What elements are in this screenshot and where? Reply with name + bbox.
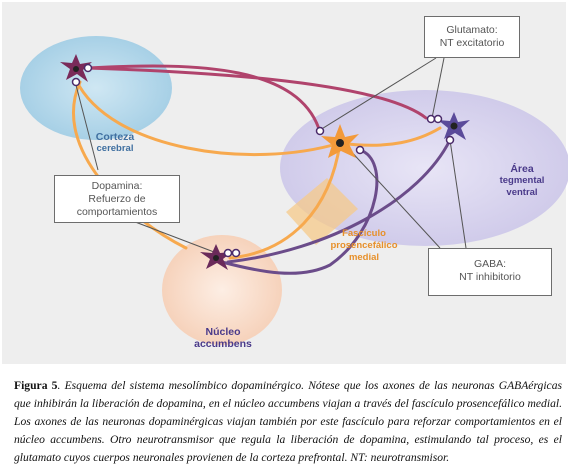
cortex-label: Corteza cerebral <box>80 131 150 155</box>
dopamine-line-2: Refuerzo de <box>88 193 146 205</box>
dopamine-axon-to-cortex <box>74 78 342 157</box>
cortex-neuron <box>60 54 92 82</box>
vta-label-line-3: ventral <box>506 187 538 198</box>
synaptic-terminals <box>71 63 455 258</box>
dopamine-title: Dopamina: <box>91 180 143 192</box>
caption-label: Figura 5 <box>14 379 58 392</box>
fasciculus-label-line-2: prosencefálico <box>330 240 398 251</box>
fasciculus-label-line-1: Fascículo <box>342 228 386 239</box>
dopamine-axon-from-vta <box>338 126 442 147</box>
glutamate-axons <box>86 64 428 134</box>
callout-lines <box>75 57 467 253</box>
gaba-axon-to-vta <box>220 148 379 275</box>
cortex-label-line-2: cerebral <box>96 143 134 154</box>
glutamate-title: Glutamato: <box>446 24 498 36</box>
vta-label-line-1: Área <box>510 163 534 175</box>
gaba-title: GABA: <box>473 258 507 270</box>
accumbens-region <box>162 235 282 345</box>
glutamate-callout: Glutamato: NT excitatorio <box>424 16 520 58</box>
vta-dopamine-neuron <box>321 124 359 158</box>
fasciculus-label: Fascículo prosencefálico medial <box>316 228 412 264</box>
glutamate-subtitle: NT excitatorio <box>439 37 505 49</box>
caption-text: . Esquema del sistema mesolímbico dopami… <box>14 379 563 464</box>
gaba-subtitle: NT inhibitorio <box>459 271 521 283</box>
cortex-region <box>20 36 172 140</box>
dopamine-axon-to-accumbens <box>228 141 342 260</box>
accumbens-label: Núcleo accumbens <box>178 326 268 350</box>
fasciculus-label-line-3: medial <box>348 252 380 263</box>
gaba-axon-to-accumbens <box>226 138 452 264</box>
gaba-axons <box>220 138 452 275</box>
accumbens-label-line-1: Núcleo <box>205 326 241 338</box>
fasciculus-band <box>286 178 358 245</box>
cortex-label-line-1: Corteza <box>95 131 135 143</box>
accumbens-label-line-2: accumbens <box>194 338 252 350</box>
dopamine-callout: Dopamina: Refuerzo de comportamientos <box>54 175 180 223</box>
glutamate-axon-to-vta-neuron <box>86 66 428 120</box>
dopamine-line-3: comportamientos <box>76 206 158 218</box>
vta-label: Área tegmental ventral <box>484 163 560 199</box>
vta-label-line-2: tegmental <box>499 175 545 186</box>
figure-caption: Figura 5. Esquema del sistema mesolímbic… <box>14 377 562 467</box>
vta-gaba-neuron <box>438 112 470 140</box>
gaba-callout: GABA: NT inhibitorio <box>428 248 552 296</box>
glutamate-axon-to-gaba-neuron <box>86 64 322 134</box>
accumbens-neuron <box>200 244 232 270</box>
